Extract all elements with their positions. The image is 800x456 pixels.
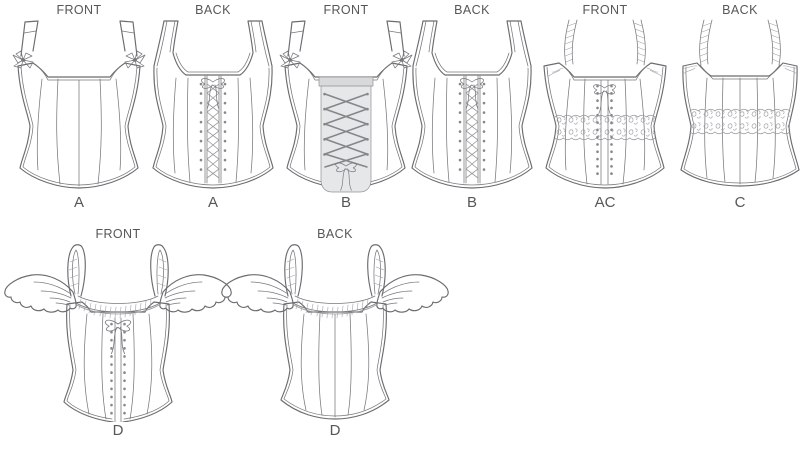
view-d-front: FRONT D (1, 226, 235, 440)
view-letter: D (329, 422, 341, 439)
left-strap (564, 19, 578, 66)
strap-ties (548, 67, 662, 77)
eyelets (458, 82, 486, 180)
view-ac-front: FRONT AC (538, 2, 672, 212)
criss-cross-laces (465, 83, 479, 179)
lacing-rails (463, 75, 481, 184)
view-b-front: FRONT B (279, 2, 413, 212)
edge-binding (66, 304, 170, 420)
corset-body (152, 20, 274, 189)
view-letter: A (207, 194, 218, 211)
view-c-back: BACK C (673, 2, 800, 212)
view-b-back: BACK B (405, 2, 539, 212)
left-ruffle-sleeve (221, 274, 294, 313)
left-strap (67, 244, 86, 297)
right-strap (119, 20, 138, 57)
view-label: FRONT (323, 3, 369, 17)
corset-a-back-drawing (152, 20, 274, 189)
strap-ties (682, 65, 798, 75)
view-label: BACK (317, 227, 353, 241)
right-strap (386, 20, 405, 57)
panel-seams (431, 77, 513, 183)
corset-b-back-drawing (411, 20, 533, 189)
view-letter: C (734, 194, 746, 211)
corset-c-back-drawing (680, 19, 800, 187)
lace-trim-band (689, 108, 791, 135)
lacing-bow-icon (104, 319, 132, 355)
corset-d-back-drawing (221, 244, 449, 420)
panel-seams (36, 78, 122, 187)
left-ruffle-sleeve (4, 274, 77, 313)
stomacher-panel (320, 76, 372, 193)
left-strap (699, 19, 713, 66)
panel-seams (172, 77, 254, 183)
view-letter: D (112, 422, 124, 439)
panel-seams (83, 313, 153, 420)
left-strap (287, 20, 306, 57)
neckline (699, 64, 781, 80)
left-strap (20, 20, 39, 57)
corset-body (63, 301, 173, 422)
right-strap (632, 19, 646, 66)
view-a-back: BACK A (146, 2, 280, 212)
corset-ac-front-drawing (543, 19, 667, 189)
eyelets (199, 82, 227, 180)
lacing-bow-icon (593, 84, 616, 115)
view-label: BACK (722, 3, 758, 17)
lacing-rails (114, 317, 122, 422)
view-letter: B (466, 194, 477, 211)
panel-seams (303, 78, 389, 171)
view-letter: A (73, 194, 84, 211)
right-strap (367, 244, 386, 297)
view-label: FRONT (56, 3, 102, 17)
corset-a-front-drawing (12, 20, 146, 189)
corset-body (411, 20, 533, 189)
view-letter: AC (594, 194, 616, 211)
corset-b-front-drawing (279, 20, 413, 193)
corset-d-front-drawing (4, 244, 232, 422)
view-a-front: FRONT A (12, 2, 146, 212)
right-strap (150, 244, 169, 297)
left-strap (284, 244, 303, 297)
view-label: FRONT (95, 227, 141, 241)
right-ruffle-sleeve (376, 274, 449, 313)
right-strap (767, 19, 781, 66)
neckline-ruffle (75, 295, 161, 319)
neckline-band (318, 76, 374, 87)
view-label: BACK (454, 3, 490, 17)
criss-cross-laces (324, 93, 368, 168)
panel-seams (300, 313, 370, 418)
lace-trim-band (554, 114, 656, 141)
view-label: BACK (195, 3, 231, 17)
view-label: FRONT (582, 3, 628, 17)
eyelets (110, 322, 126, 420)
eyelets (596, 84, 613, 182)
criss-cross-laces (206, 83, 220, 179)
view-letter: B (340, 194, 351, 211)
view-d-back: BACK D (218, 226, 452, 440)
lacing-rails (204, 75, 222, 184)
